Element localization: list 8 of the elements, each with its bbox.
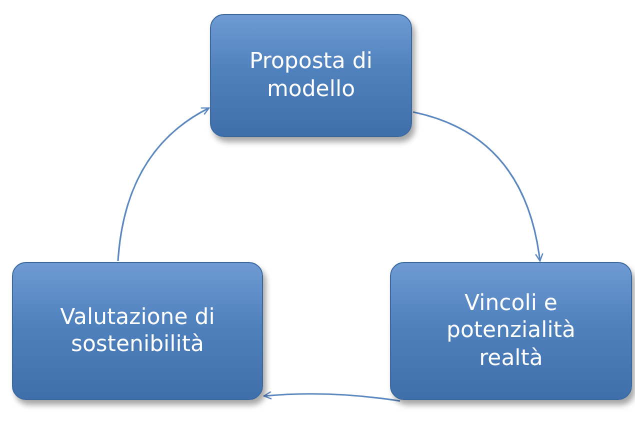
node-label: Proposta di modello: [248, 48, 374, 103]
process-box: [12, 262, 263, 400]
curved-arrow: [412, 111, 544, 262]
node-label: Valutazione di sostenibilità: [59, 304, 216, 358]
curved-arrow: [117, 107, 210, 262]
node-label: Vincoli e potenzialità realtà: [445, 290, 576, 372]
process-box: [210, 14, 412, 137]
process-box: [390, 262, 632, 400]
